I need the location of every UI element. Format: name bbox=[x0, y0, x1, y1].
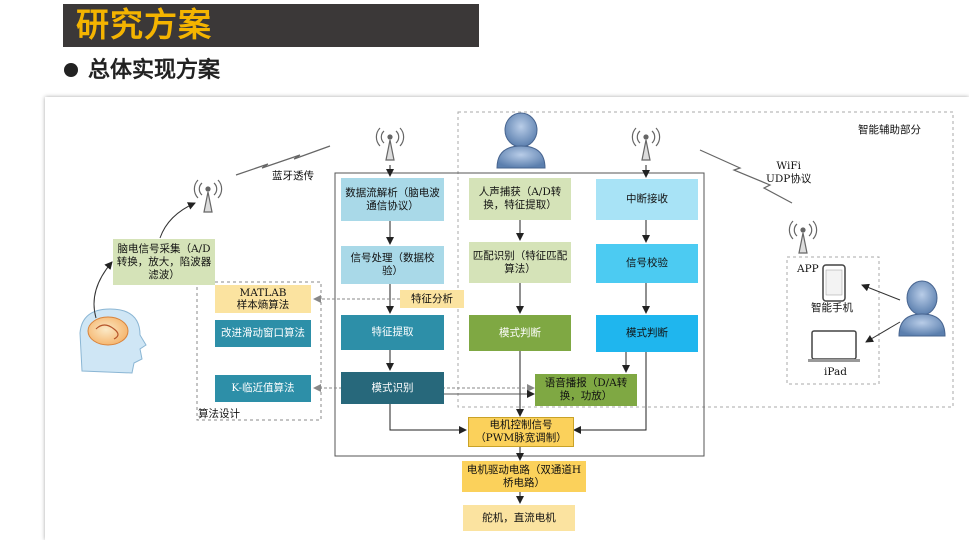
signal-processing-box: 信号处理（数据校验） bbox=[341, 246, 444, 284]
voice-broadcast-box: 语音播报（D/A转换，功放） bbox=[535, 374, 637, 406]
app-region bbox=[786, 256, 880, 385]
signal-check-box: 信号校验 bbox=[596, 244, 698, 283]
feature-extraction-box: 特征提取 bbox=[341, 315, 444, 350]
phone-label: 智能手机 bbox=[811, 302, 853, 314]
algo-region bbox=[196, 281, 322, 421]
bluetooth-link-icon bbox=[235, 145, 331, 176]
bullet-dot bbox=[64, 63, 78, 77]
smart-assist-label: 智能辅助部分 bbox=[858, 124, 921, 136]
ipad-label: iPad bbox=[824, 366, 847, 378]
user-icon bbox=[496, 112, 546, 169]
eeg-acquisition-box: 脑电信号采集（A/D转换，放大，陷波器滤波） bbox=[113, 239, 215, 285]
interrupt-receive-box: 中断接收 bbox=[596, 179, 698, 220]
brain-head-icon bbox=[79, 308, 147, 374]
pattern-recognition-box: 模式识别 bbox=[341, 372, 444, 404]
matlab-entropy-box: MATLAB 样本熵算法 bbox=[215, 285, 311, 313]
feature-analysis-box: 特征分析 bbox=[400, 290, 464, 308]
app-label: APP bbox=[797, 263, 819, 275]
smartphone-icon bbox=[822, 264, 846, 302]
bluetooth-label: 蓝牙透传 bbox=[272, 170, 314, 182]
motor-drive-box: 电机驱动电路（双通道H桥电路） bbox=[462, 461, 586, 492]
page-subtitle: 总体实现方案 bbox=[88, 58, 221, 83]
antenna-icon bbox=[193, 127, 818, 254]
knn-box: K-临近值算法 bbox=[215, 375, 311, 402]
mode-judge-box-voice: 模式判断 bbox=[469, 315, 571, 351]
wifi-link-icon bbox=[699, 149, 793, 204]
motor-control-signal-box: 电机控制信号（PWM脉宽调制） bbox=[468, 417, 574, 447]
actuator-box: 舵机，直流电机 bbox=[463, 505, 575, 531]
page-title: 研究方案 bbox=[76, 5, 212, 44]
smart-assist-region bbox=[457, 111, 954, 408]
data-parse-box: 数据流解析（脑电波通信协议） bbox=[341, 178, 444, 221]
sliding-window-box: 改进滑动窗口算法 bbox=[215, 320, 311, 347]
user-icon bbox=[898, 280, 946, 337]
wifi-label: WiFi UDP协议 bbox=[766, 160, 812, 185]
voice-capture-box: 人声捕获（A/D转换，特征提取） bbox=[469, 178, 571, 220]
algo-design-label: 算法设计 bbox=[198, 408, 240, 420]
ipad-icon bbox=[808, 330, 860, 362]
mode-judge-box-app: 模式判断 bbox=[596, 315, 698, 352]
title-bar bbox=[63, 4, 479, 47]
matching-box: 匹配识别（特征匹配算法） bbox=[469, 242, 571, 283]
